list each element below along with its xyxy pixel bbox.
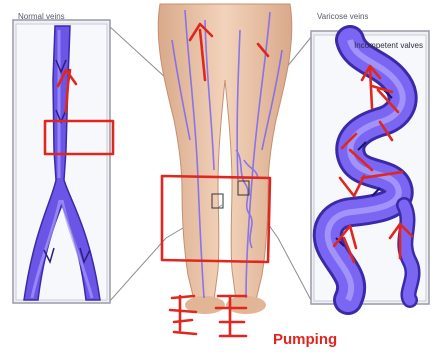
varicose-veins-label: Varicose veins [317,12,368,21]
normal-veins-panel [13,20,110,303]
legs-illustration [158,4,292,314]
incompetent-valves-label: Incompetent valves [343,41,423,50]
pumping-label: Pumping [273,331,337,348]
normal-veins-label: Normal veins [18,12,65,21]
